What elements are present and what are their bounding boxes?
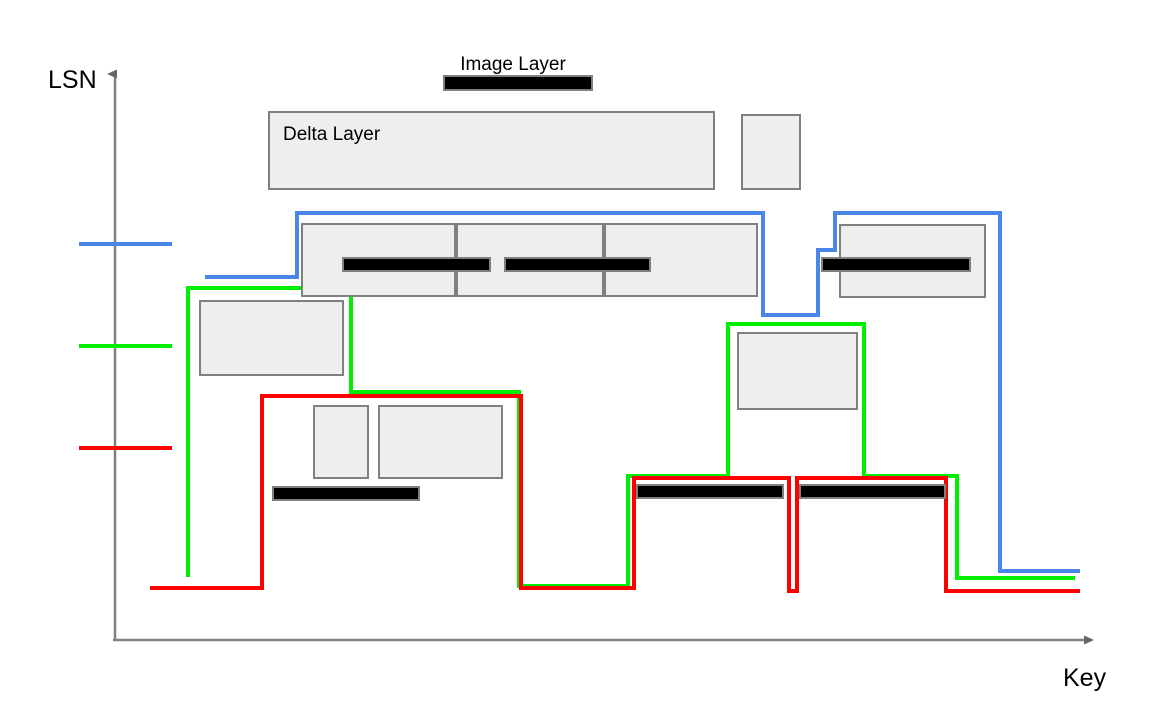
green-right-box (737, 332, 858, 410)
y-axis-label: LSN (48, 66, 97, 94)
green-left-box (199, 300, 344, 376)
x-axis-label: Key (1063, 664, 1107, 692)
image-layer-label: Image Layer (460, 54, 566, 75)
red-row-bar-1 (272, 486, 420, 501)
blue-row-bar-1 (342, 257, 491, 272)
delta-layer-box-right (741, 114, 801, 190)
blue-row-bar-2 (504, 257, 651, 272)
axes-group: LSN Key (48, 66, 1107, 692)
bottom-bar-right (799, 484, 946, 499)
delta-layer-label: Delta Layer (283, 124, 381, 145)
bottom-bar-left (636, 484, 784, 499)
red-row-box-2 (378, 405, 503, 479)
image-layer-bar (443, 75, 593, 91)
red-row-box-1 (313, 405, 369, 479)
lsn-ticks-group (79, 242, 172, 450)
lsn-lines-group (150, 211, 1080, 593)
red-lsn-line (150, 394, 1080, 593)
page-boxes-group (199, 75, 986, 501)
blue-right-bar (821, 257, 971, 272)
blue-lsn-line (205, 211, 1080, 573)
delta-layer-box (268, 111, 715, 190)
